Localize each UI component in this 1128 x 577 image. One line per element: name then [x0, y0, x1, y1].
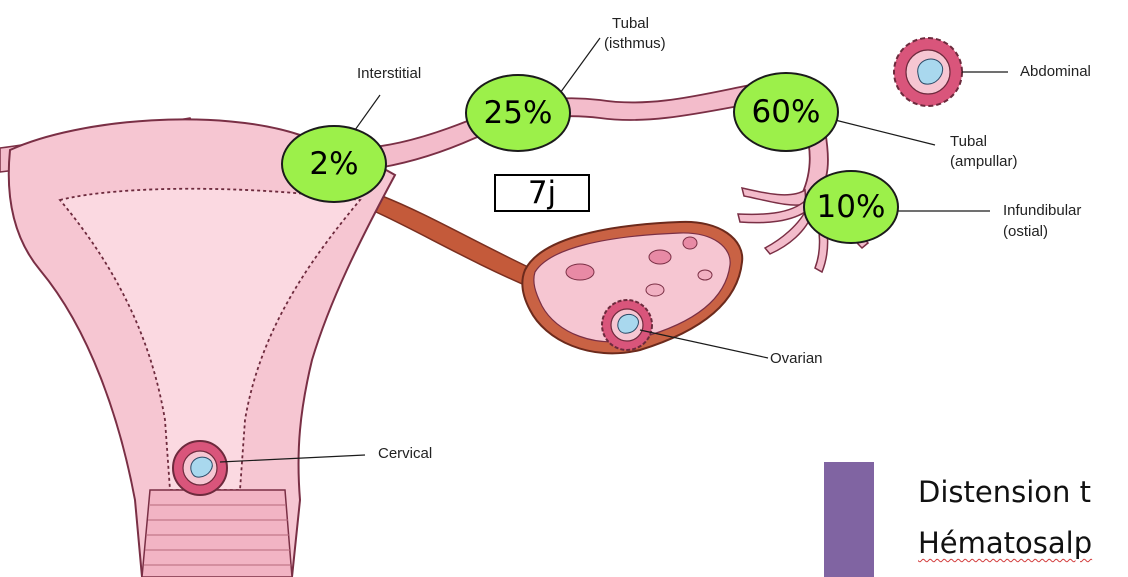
accent-bar [824, 462, 874, 577]
label-tubal-isthmus-line2: (isthmus) [604, 35, 666, 53]
badge-interstitial-percent: 2% [281, 125, 387, 203]
label-infundibular-line1: Infundibular [1003, 202, 1081, 220]
ovarian-embryo [602, 300, 652, 350]
label-interstitial: Interstitial [357, 65, 421, 83]
badge-infundibular-percent: 10% [803, 170, 899, 244]
label-tubal-isthmus-line1: Tubal [612, 15, 649, 33]
caption-line2: Hématosalp [918, 525, 1092, 561]
cervical-embryo [173, 441, 227, 495]
time-box: 7j [494, 174, 590, 212]
label-infundibular-line2: (ostial) [1003, 223, 1048, 241]
cervix [142, 490, 292, 577]
label-ovarian: Ovarian [770, 350, 823, 368]
label-tubal-ampullar-line2: (ampullar) [950, 153, 1018, 171]
label-abdominal: Abdominal [1020, 63, 1091, 81]
badge-ampullar-percent: 60% [733, 72, 839, 152]
badge-isthmus-percent: 25% [465, 74, 571, 152]
caption-line1: Distension t [918, 474, 1091, 510]
abdominal-embryo [894, 38, 962, 106]
label-tubal-ampullar-line1: Tubal [950, 133, 987, 151]
label-cervical: Cervical [378, 445, 432, 463]
